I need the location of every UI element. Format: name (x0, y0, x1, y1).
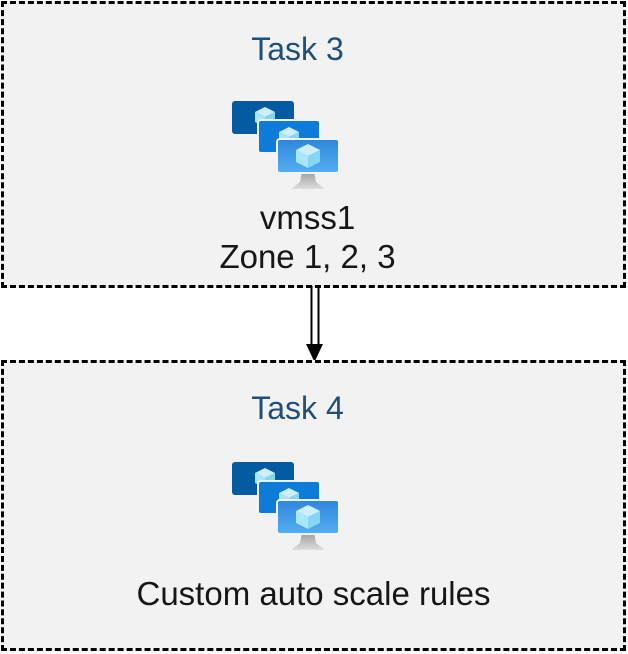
task4-labels: Custom auto scale rules (137, 574, 491, 613)
task4-icon-wrap (232, 462, 340, 554)
task3-labels: vmss1 Zone 1, 2, 3 (219, 198, 395, 276)
monitor-stand (291, 171, 325, 189)
vm-scale-sets-icon (232, 462, 340, 550)
task3-icon-wrap (232, 101, 340, 193)
task4-box: Task 4 Custom auto scale (1, 360, 626, 651)
task3-title: Task 3 (251, 31, 344, 67)
arrow-head-icon (306, 344, 323, 362)
task3-box: Task 3 (1, 1, 626, 288)
down-arrow-connector (306, 286, 323, 362)
task4-title: Task 4 (251, 390, 344, 426)
monitor-stand (291, 532, 325, 550)
vmss-name-label: vmss1 (259, 199, 356, 236)
vm-scale-sets-icon (232, 101, 340, 189)
zones-label: Zone 1, 2, 3 (219, 238, 396, 275)
cube-front (296, 144, 320, 168)
cube-front (296, 505, 320, 529)
autoscale-rules-label: Custom auto scale rules (136, 575, 491, 612)
